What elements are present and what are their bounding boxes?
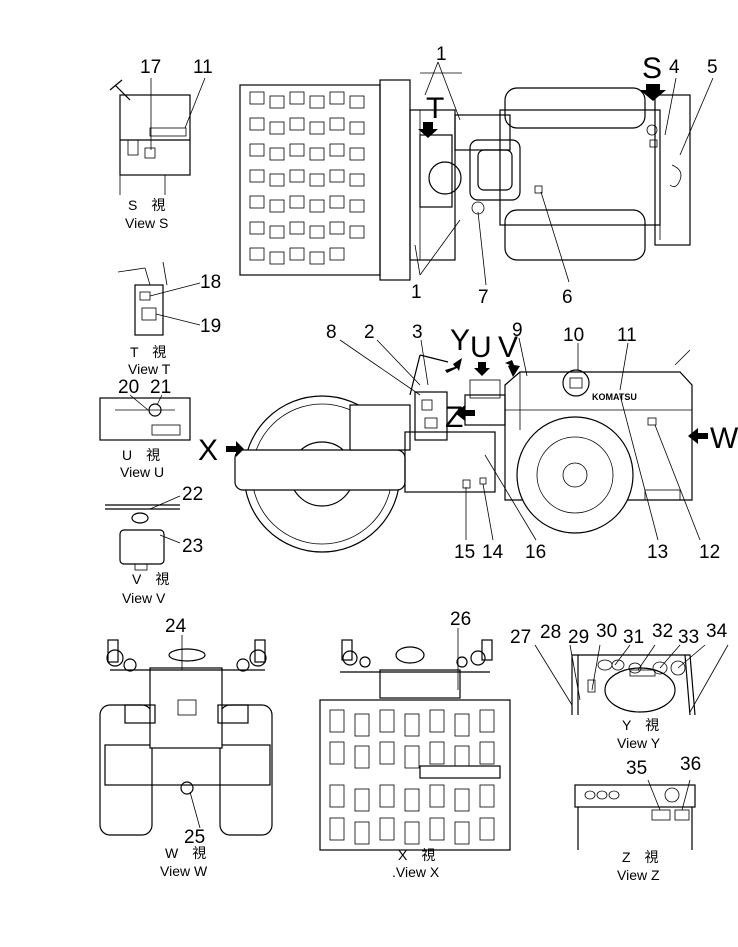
view-u-jp: U 視 <box>122 447 160 463</box>
callout-6: 6 <box>562 287 573 308</box>
callout-15: 15 <box>454 542 475 563</box>
callout-17: 17 <box>140 57 161 78</box>
callout-30: 30 <box>596 621 617 642</box>
drum-pads-top <box>249 91 365 265</box>
callout-24: 24 <box>165 616 187 637</box>
view-arrow-w <box>688 428 708 444</box>
view-z-en: View Z <box>617 867 660 883</box>
callout-20: 20 <box>118 377 139 398</box>
view-u-drawing <box>99 394 191 441</box>
arrow-letter-w: W <box>710 422 738 455</box>
view-x-drawing <box>319 628 511 851</box>
view-y-drawing <box>534 644 729 716</box>
callout-12: 12 <box>699 542 720 563</box>
callout-14: 14 <box>482 542 504 563</box>
view-arrow-y <box>445 358 462 373</box>
view-v-en: View V <box>122 590 166 606</box>
callout-1-top: 1 <box>436 44 447 65</box>
view-y-en: View Y <box>617 735 661 751</box>
callout-7: 7 <box>478 287 489 308</box>
arrow-letter-t: T <box>426 92 444 125</box>
callout-36: 36 <box>680 754 701 775</box>
callout-13: 13 <box>647 542 668 563</box>
arrow-letter-y: Y <box>450 324 470 357</box>
view-arrow-x <box>226 441 244 457</box>
callout-11-side: 11 <box>617 325 637 346</box>
callout-4: 4 <box>669 57 680 78</box>
view-u-en: View U <box>120 464 164 480</box>
view-t-en: View T <box>128 361 171 377</box>
callout-22: 22 <box>182 484 203 505</box>
view-arrow-t <box>418 122 438 138</box>
side-view-leaders <box>339 337 701 541</box>
arrow-letter-z: Z <box>445 401 463 434</box>
callout-26: 26 <box>450 609 471 630</box>
top-view-leaders <box>414 61 714 286</box>
callout-23: 23 <box>182 536 203 557</box>
view-arrow-u <box>474 362 490 376</box>
view-v-jp: V 視 <box>132 571 169 587</box>
callout-21: 21 <box>150 377 171 398</box>
view-y-jp: Y 視 <box>622 717 659 733</box>
brand-mark: KOMATSU <box>592 392 637 402</box>
view-y-leaders <box>534 644 729 713</box>
view-v-drawing <box>105 495 181 571</box>
callout-19: 19 <box>200 316 221 337</box>
view-w-jp: W 視 <box>165 845 206 861</box>
callout-9: 9 <box>512 320 523 341</box>
callout-33: 33 <box>678 627 699 648</box>
callout-18: 18 <box>200 272 221 293</box>
view-arrow-v <box>505 360 520 377</box>
callout-5: 5 <box>707 57 718 78</box>
callout-11-s: 11 <box>193 57 213 78</box>
view-z-drawing <box>574 779 696 850</box>
view-s-drawing <box>109 77 206 195</box>
view-s-en: View S <box>125 215 168 231</box>
view-arrow-s <box>640 84 666 101</box>
view-x-en: .View X <box>392 864 440 880</box>
callout-3: 3 <box>412 322 423 343</box>
arrow-letter-s: S <box>642 52 662 85</box>
view-z-jp: Z 視 <box>622 849 659 865</box>
callout-29: 29 <box>568 627 589 648</box>
view-w-drawing <box>99 635 273 836</box>
callout-32: 32 <box>652 621 673 642</box>
callout-8: 8 <box>326 322 337 343</box>
side-view-drawing: KOMATSU <box>234 349 693 553</box>
view-x-jp: X 視 <box>398 847 435 863</box>
view-t-jp: T 視 <box>130 344 166 360</box>
callout-28: 28 <box>540 622 561 643</box>
view-w-en: View W <box>160 863 208 879</box>
callout-34: 34 <box>706 621 728 642</box>
arrow-letter-u: U <box>470 331 492 364</box>
callout-25: 25 <box>184 827 205 848</box>
view-arrow-z <box>455 405 475 421</box>
arrow-letter-v: V <box>498 331 518 364</box>
arrow-letter-x: X <box>198 434 218 467</box>
top-view-drawing <box>239 79 691 281</box>
view-s-jp: S 視 <box>128 197 165 213</box>
callout-27: 27 <box>510 627 531 648</box>
callout-10: 10 <box>563 325 584 346</box>
view-t-drawing <box>117 261 201 336</box>
callout-35: 35 <box>626 758 647 779</box>
callout-31: 31 <box>623 627 644 648</box>
callout-2: 2 <box>364 322 375 343</box>
callout-1-bottom: 1 <box>411 282 422 303</box>
callout-16: 16 <box>525 542 546 563</box>
